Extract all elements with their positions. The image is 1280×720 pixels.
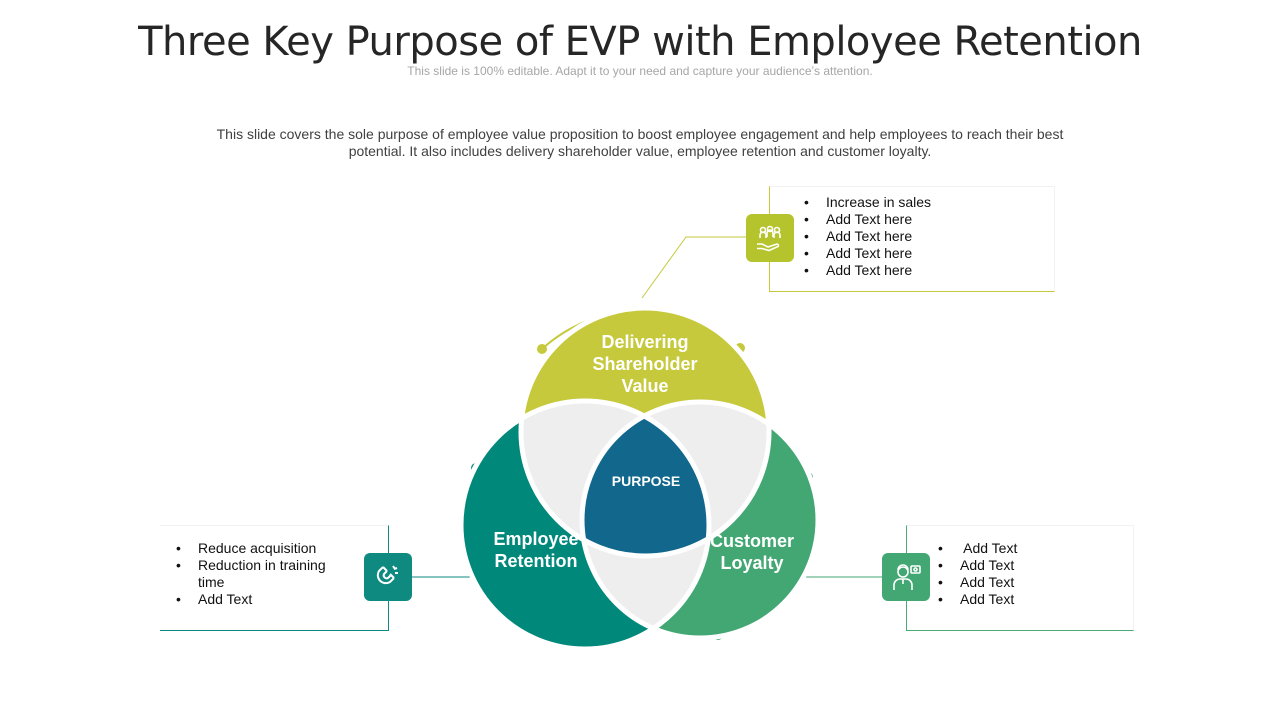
- list-item: Add Text here: [804, 262, 1044, 279]
- list-item: Add Text here: [804, 245, 1044, 262]
- label-right-line-2: Loyalty: [720, 553, 784, 573]
- bullet-list-top: Increase in sales Add Text here Add Text…: [804, 194, 1044, 279]
- label-top-line-3: Value: [621, 376, 669, 396]
- label-purpose: PURPOSE: [611, 473, 681, 489]
- bullet-list-right: Add Text Add Text Add Text Add Text: [938, 540, 1118, 608]
- list-item: Add Text here: [804, 228, 1044, 245]
- label-left-line-2: Retention: [494, 551, 578, 571]
- label-top-line-2: Shareholder: [592, 354, 698, 374]
- outline-retention: [458, 398, 712, 652]
- description-line-2: potential. It also includes delivery sha…: [348, 143, 932, 159]
- list-item: Add Text: [938, 574, 1118, 591]
- bullet-list-left: Reduce acquisition Reduction in training…: [176, 540, 346, 608]
- center-purpose: [582, 402, 709, 556]
- list-item: Add Text: [938, 591, 1118, 608]
- label-left-line-1: Employee: [493, 529, 579, 549]
- list-item: Add Text: [938, 540, 1118, 557]
- label-right-line-1: Customer: [709, 531, 794, 551]
- page-description: This slide covers the sole purpose of em…: [200, 126, 1080, 160]
- list-item: Add Text here: [804, 211, 1044, 228]
- magnet-icon: [364, 553, 412, 601]
- list-item: Reduction in training time: [176, 557, 346, 591]
- outline-loyalty: [579, 399, 821, 641]
- arc-dot-top-left: [537, 344, 547, 354]
- outline-shareholder: [518, 305, 772, 559]
- label-customer-loyalty: Customer Loyalty: [682, 530, 822, 574]
- list-item: Reduce acquisition: [176, 540, 346, 557]
- label-delivering-shareholder-value: Delivering Shareholder Value: [565, 331, 725, 397]
- page-subtitle: This slide is 100% editable. Adapt it to…: [407, 64, 873, 78]
- list-item: Increase in sales: [804, 194, 1044, 211]
- list-item: Add Text: [176, 591, 346, 608]
- page-title: Three Key Purpose of EVP with Employee R…: [138, 19, 1142, 65]
- label-employee-retention: Employee Retention: [466, 528, 606, 572]
- employee-id-icon: [882, 553, 930, 601]
- team-hand-icon: [746, 214, 794, 262]
- connector-line-top: [641, 236, 746, 299]
- label-top-line-1: Delivering: [601, 332, 689, 352]
- description-line-1: This slide covers the sole purpose of em…: [216, 126, 1064, 142]
- list-item: Add Text: [938, 557, 1118, 574]
